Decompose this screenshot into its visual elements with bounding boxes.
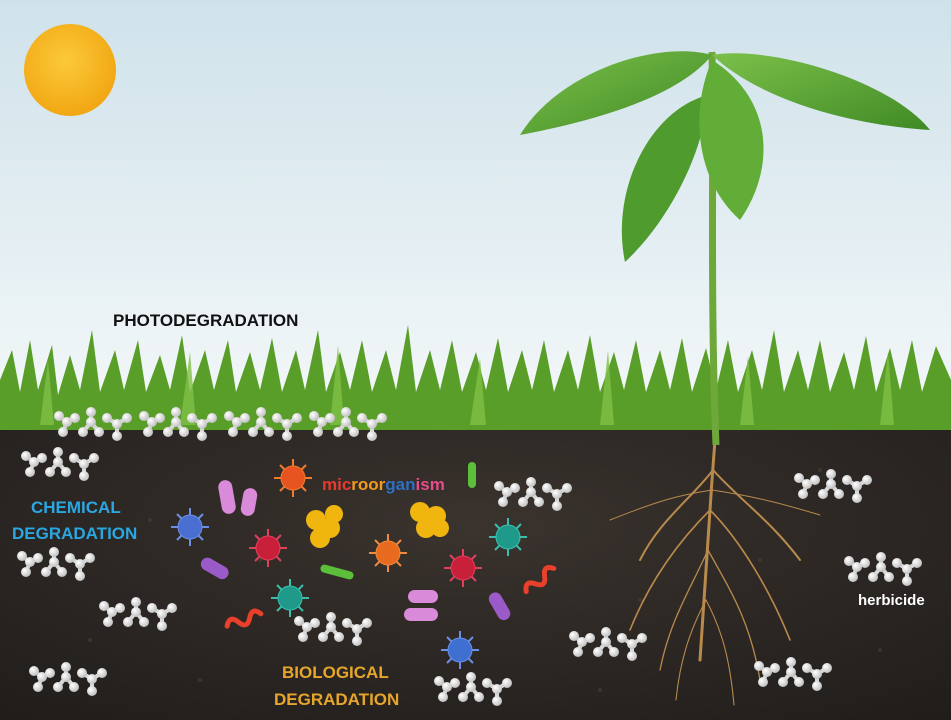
biological-label-line1: BIOLOGICAL [274,659,399,686]
photodegradation-label: PHOTODEGRADATION [113,311,298,331]
biological-degradation-label: BIOLOGICAL DEGRADATION [274,659,399,713]
herbicide-label: herbicide [858,592,925,609]
chemical-label-line1: CHEMICAL [12,495,137,521]
microorganism-part-4: ism [416,475,445,494]
chemical-degradation-label: CHEMICAL DEGRADATION [12,495,137,547]
microorganism-label: microorganism [322,475,445,495]
sun-icon [24,24,116,116]
chemical-label-line2: DEGRADATION [12,521,137,547]
microorganism-part-1: mic [322,475,351,494]
biological-label-line2: DEGRADATION [274,686,399,713]
microorganism-part-2: roor [351,475,385,494]
microorganism-part-3: gan [385,475,415,494]
